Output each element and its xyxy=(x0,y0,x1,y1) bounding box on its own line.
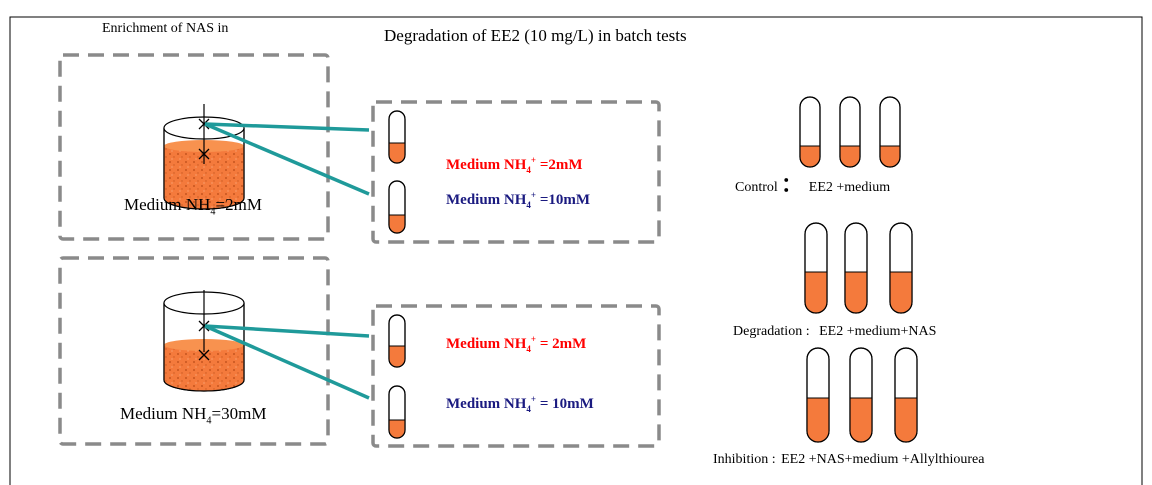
tube-degradation-1 xyxy=(804,222,828,314)
condition-2-low: Medium NH4+ = 2mM xyxy=(446,334,587,354)
control-label: Control ： EE2 +medium xyxy=(735,174,891,196)
tube-degradation-3 xyxy=(889,222,913,314)
test-panel-2 xyxy=(371,304,661,448)
reactor-1-medium-label: Medium NH4=2mM xyxy=(124,195,262,218)
outer-frame xyxy=(9,16,1143,485)
reactor-beaker-2 xyxy=(163,290,245,392)
test-panel-1 xyxy=(371,100,661,244)
tube-panel1-a xyxy=(388,110,406,164)
condition-1-low: Medium NH4+ =2mM xyxy=(446,155,583,175)
tube-panel2-a xyxy=(388,314,406,368)
control-colon: ： xyxy=(781,174,802,196)
reactor-panel-1 xyxy=(58,53,330,241)
tube-inhibition-2 xyxy=(849,347,873,443)
enrichment-title: Enrichment of NAS in xyxy=(102,21,229,36)
sampling-lines-1 xyxy=(204,122,370,196)
condition-1-high: Medium NH4+ =10mM xyxy=(446,190,591,210)
tube-control-3 xyxy=(879,96,901,168)
tube-panel2-b xyxy=(388,385,406,439)
tube-panel1-b xyxy=(388,180,406,234)
degradation-label: Degradation : EE2 +medium+NAS xyxy=(733,324,937,339)
tube-inhibition-3 xyxy=(894,347,918,443)
inhibition-label: Inhibition : EE2 +NAS+medium +Allylthiou… xyxy=(713,452,985,467)
sampling-lines-2 xyxy=(204,324,370,400)
tube-inhibition-1 xyxy=(806,347,830,443)
condition-2-high: Medium NH4+ = 10mM xyxy=(446,394,594,414)
tube-control-2 xyxy=(839,96,861,168)
batch-test-title: Degradation of EE2 (10 mg/L) in batch te… xyxy=(384,26,687,45)
test-tubes xyxy=(388,96,918,443)
reactor-panel-2 xyxy=(58,256,330,446)
reactor-beaker-1 xyxy=(163,104,245,210)
reactor-2-medium-label: Medium NH4=30mM xyxy=(120,404,267,427)
tube-control-1 xyxy=(799,96,821,168)
tube-degradation-2 xyxy=(844,222,868,314)
